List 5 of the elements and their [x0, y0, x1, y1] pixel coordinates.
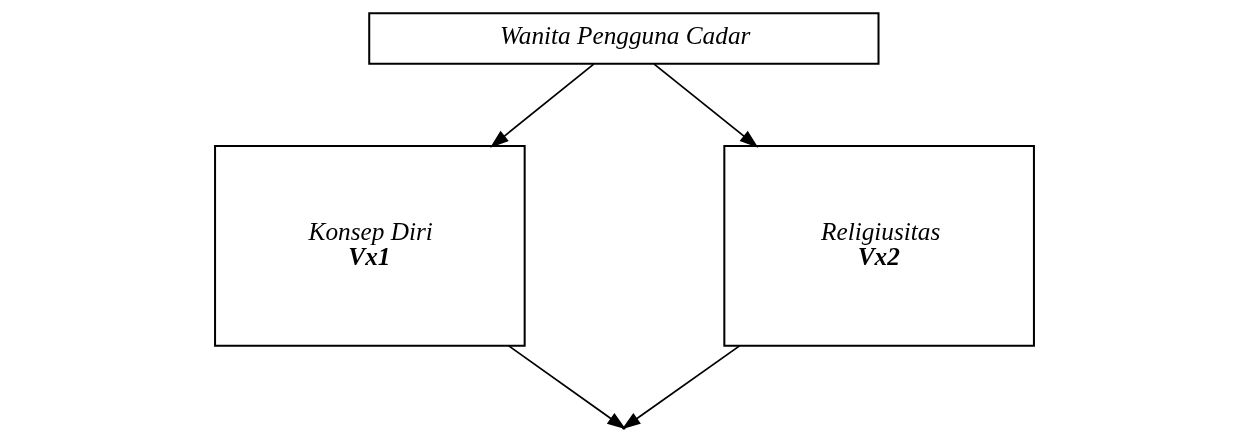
arrow: [653, 63, 759, 148]
arrow: [490, 63, 595, 148]
node-box: Konsep Diri Vx1: [214, 145, 526, 347]
node-box: Wanita Pengguna Cadar: [368, 12, 880, 65]
node-box: Religiusitas Vx2: [723, 145, 1035, 347]
